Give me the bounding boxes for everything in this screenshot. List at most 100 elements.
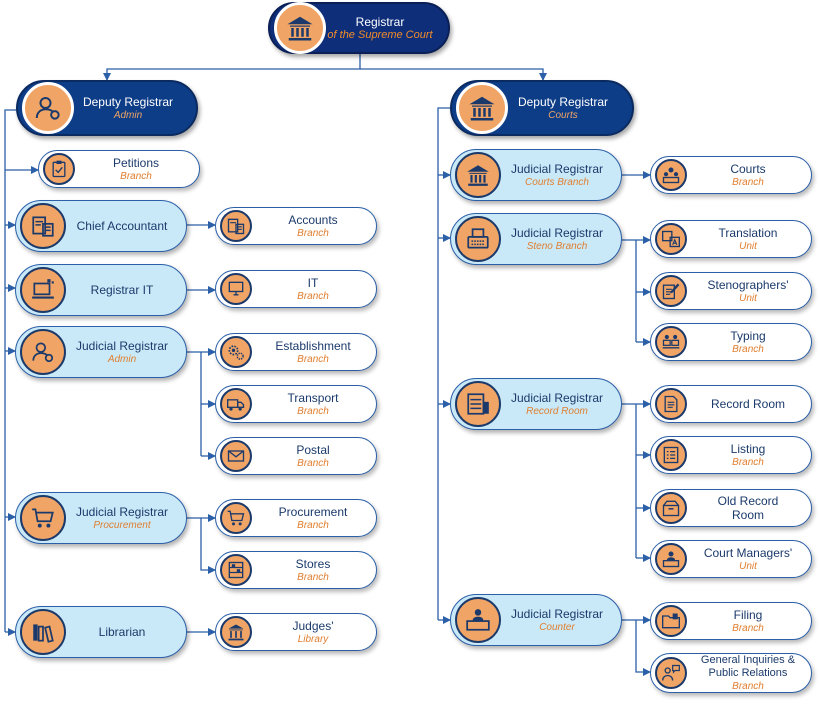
chief-accountant-node: Chief Accountant xyxy=(15,200,187,252)
node-title: Court Managers' xyxy=(703,545,793,560)
node-subtitle: Unit xyxy=(739,240,757,252)
accounts-icon xyxy=(20,203,66,249)
record-room-node: Record Room xyxy=(650,385,812,423)
node-title: Translation xyxy=(718,225,778,240)
stenographers-node: Stenographers'Unit xyxy=(650,272,812,310)
cart-icon xyxy=(220,502,252,534)
pen-paper-icon xyxy=(655,275,687,307)
node-title: Old Record Room xyxy=(717,494,779,522)
computer-icon xyxy=(220,273,252,305)
typists-icon xyxy=(655,326,687,358)
node-subtitle: Record Room xyxy=(526,405,588,417)
node-subtitle: Branch xyxy=(297,290,329,302)
node-title: Judicial Registrar xyxy=(510,225,604,240)
node-title: Deputy Registrar xyxy=(82,94,174,109)
shelves-icon xyxy=(220,554,252,586)
node-subtitle: Branch xyxy=(297,519,329,531)
node-title: Typing xyxy=(730,328,766,343)
node-subtitle: Admin xyxy=(113,109,143,121)
laptop-icon xyxy=(20,267,66,313)
node-subtitle: Procurement xyxy=(93,519,151,531)
node-title: Postal xyxy=(296,442,330,457)
admin-person-icon xyxy=(22,82,74,134)
node-title: General Inquiries & Public Relations xyxy=(700,653,796,679)
typewriter-icon xyxy=(455,216,501,262)
node-title: Judicial Registrar xyxy=(510,606,604,621)
node-subtitle: Branch xyxy=(732,680,764,692)
node-title: Judicial Registrar xyxy=(75,504,169,519)
node-subtitle: Admin xyxy=(107,353,137,365)
node-title: Transport xyxy=(287,390,339,405)
node-title: Courts xyxy=(730,161,766,176)
node-subtitle: Branch xyxy=(732,456,764,468)
people-icon xyxy=(655,159,687,191)
gears-icon xyxy=(220,336,252,368)
node-title: Judges' xyxy=(292,618,334,633)
counter-icon xyxy=(455,597,501,643)
librarian-node: Librarian xyxy=(15,606,187,658)
admin-person-icon xyxy=(20,329,66,375)
node-title: Stenographers' xyxy=(707,277,789,292)
old-record-room-node: Old Record Room xyxy=(650,489,812,527)
library-icon xyxy=(220,616,252,648)
node-subtitle: Branch xyxy=(297,457,329,469)
node-subtitle: of the Supreme Court xyxy=(327,28,433,41)
folder-icon xyxy=(655,605,687,637)
node-title: Procurement xyxy=(278,504,348,519)
node-subtitle: Branch xyxy=(732,343,764,355)
node-subtitle: Courts Branch xyxy=(525,176,589,188)
node-title: Establishment xyxy=(275,338,351,353)
node-title: Registrar xyxy=(355,14,405,29)
translate-icon xyxy=(655,223,687,255)
court-building-icon xyxy=(274,2,326,54)
node-title: IT xyxy=(307,275,319,290)
node-title: Filing xyxy=(733,607,763,622)
node-subtitle: Courts xyxy=(548,109,578,121)
node-subtitle: Branch xyxy=(732,622,764,634)
books-icon xyxy=(20,609,66,655)
node-title: Judicial Registrar xyxy=(510,161,604,176)
node-subtitle: Steno Branch xyxy=(526,240,588,252)
cart-icon xyxy=(20,495,66,541)
judges-library-node: Judges'Library xyxy=(215,613,377,651)
mail-icon xyxy=(220,440,252,472)
node-subtitle: Branch xyxy=(297,353,329,365)
node-subtitle: Branch xyxy=(297,405,329,417)
node-title: Record Room xyxy=(710,397,786,411)
court-managers-node: Court Managers'Unit xyxy=(650,540,812,578)
node-title: Registrar IT xyxy=(90,283,154,297)
archive-box-icon xyxy=(655,492,687,524)
node-title: Librarian xyxy=(98,625,146,639)
speech-person-icon xyxy=(655,657,687,689)
court-building-icon xyxy=(456,82,508,134)
document-icon xyxy=(655,388,687,420)
clipboard-icon xyxy=(43,153,75,185)
court-building-icon xyxy=(455,152,501,198)
node-title: Chief Accountant xyxy=(76,219,168,233)
node-subtitle: Branch xyxy=(297,227,329,239)
node-subtitle: Branch xyxy=(297,571,329,583)
node-subtitle: Unit xyxy=(739,292,757,304)
manager-desk-icon xyxy=(655,543,687,575)
accounts-icon xyxy=(220,210,252,242)
